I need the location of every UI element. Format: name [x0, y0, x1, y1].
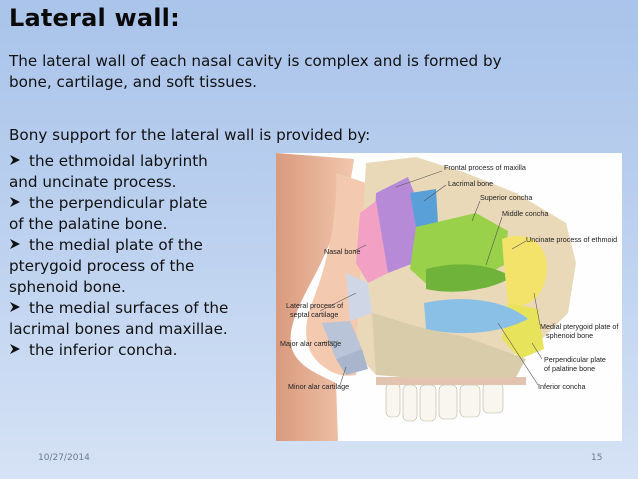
bullet-text: the medial plate of the [29, 236, 203, 254]
intro-line: The lateral wall of each nasal cavity is… [9, 52, 502, 70]
bullet-continuation: of the palatine bone. [9, 214, 228, 235]
label-uncinate: Uncinate process of ethmoid [526, 235, 617, 244]
inferior-concha-shape [424, 299, 528, 334]
bullet-item: the inferior concha. [9, 340, 228, 361]
label-lacrimal-bone: Lacrimal bone [448, 179, 493, 188]
bullet-text: lacrimal bones and maxillae. [9, 320, 228, 338]
bullet-text: the inferior concha. [29, 341, 178, 359]
bullet-item: the medial plate of the [9, 235, 228, 256]
bullet-text: of the palatine bone. [9, 215, 168, 233]
label-inferior-concha: Inferior concha [538, 382, 586, 391]
bullet-text: sphenoid bone. [9, 278, 126, 296]
label-superior-concha: Superior concha [480, 193, 532, 202]
bullet-text: the perpendicular plate [29, 194, 208, 212]
frontal-process-shape [374, 177, 422, 273]
teeth [385, 382, 504, 422]
intro-paragraph: The lateral wall of each nasal cavity is… [9, 51, 502, 93]
label-lateral-process: Lateral process of [286, 301, 343, 310]
bullet-continuation: and uncinate process. [9, 172, 228, 193]
bullet-continuation: pterygoid process of the [9, 256, 228, 277]
bullet-continuation: lacrimal bones and maxillae. [9, 319, 228, 340]
bullet-item: the medial surfaces of the [9, 298, 228, 319]
bullet-item: the ethmoidal labyrinth [9, 151, 228, 172]
arrow-bullet-icon [9, 298, 23, 319]
nasal-bone-shape [356, 201, 388, 283]
arrow-bullet-icon [9, 235, 23, 256]
label-nasal-bone: Nasal bone [324, 247, 360, 256]
bullet-text: the medial surfaces of the [29, 299, 229, 317]
lateral-cartilage-shape [346, 273, 372, 321]
label-major-alar: Major alar cartilage [280, 339, 341, 348]
label-minor-alar: Minor alar cartilage [288, 382, 349, 391]
lead-sentence: Bony support for the lateral wall is pro… [9, 126, 371, 144]
label-perp-plate: Perpendicular plate [544, 355, 606, 364]
arrow-bullet-icon [9, 193, 23, 214]
label-middle-concha: Middle concha [502, 209, 548, 218]
minor-alar-shape [336, 349, 368, 375]
sphenoid-shape [502, 236, 547, 306]
label-medial-pterygoid-2: sphenoid bone [546, 331, 593, 340]
maxilla-shape [372, 313, 526, 379]
middle-concha-shape [426, 264, 512, 292]
bullet-continuation: sphenoid bone. [9, 277, 228, 298]
label-frontal-process: Frontal process of maxilla [444, 163, 526, 172]
intro-line: bone, cartilage, and soft tissues. [9, 73, 257, 91]
anatomy-illustration: Frontal process of maxilla Lacrimal bone… [276, 153, 618, 441]
label-lateral-process-2: septal cartilage [290, 310, 338, 319]
nasal-lateral-wall-figure: Frontal process of maxilla Lacrimal bone… [276, 153, 622, 441]
bullet-list: the ethmoidal labyrinth and uncinate proc… [9, 151, 228, 361]
arrow-bullet-icon [9, 151, 23, 172]
footer-date: 10/27/2014 [38, 453, 90, 463]
bullet-text: pterygoid process of the [9, 257, 195, 275]
bullet-text: the ethmoidal labyrinth [29, 152, 208, 170]
label-medial-pterygoid: Medial pterygoid plate of [540, 322, 618, 331]
label-perp-plate-2: of palatine bone [544, 364, 595, 373]
major-alar-shape [322, 321, 362, 359]
bullet-text: and uncinate process. [9, 173, 177, 191]
arrow-bullet-icon [9, 340, 23, 361]
slide-title: Lateral wall: [9, 4, 180, 32]
bullet-item: the perpendicular plate [9, 193, 228, 214]
lacrimal-shape [410, 189, 438, 227]
footer-page-number: 15 [591, 453, 603, 463]
